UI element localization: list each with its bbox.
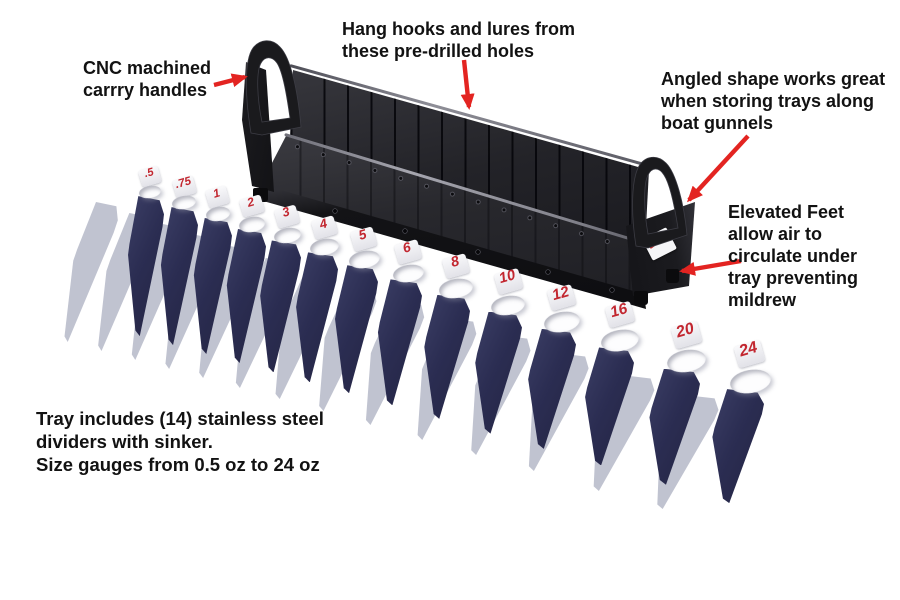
annotation-line: allow air to xyxy=(728,224,823,244)
annotation-line: when storing trays along xyxy=(661,91,875,111)
divider-blade xyxy=(128,196,164,337)
ring-hole xyxy=(347,248,381,271)
carry-handle-right-icon xyxy=(632,156,688,249)
gauge-number: 8 xyxy=(448,253,461,271)
ring-hole xyxy=(489,292,527,318)
gauge-number: 24 xyxy=(737,337,760,361)
gauge-number: 3 xyxy=(280,204,292,220)
ring-hole xyxy=(138,184,162,200)
divider-blade xyxy=(649,368,700,485)
arrow-to-angled-shape xyxy=(686,134,750,203)
ring-hole xyxy=(664,347,708,376)
gauge-number: 4 xyxy=(317,215,329,232)
annotation-carry-handles: CNC machined carrry handles xyxy=(83,57,211,101)
divider-blade xyxy=(335,265,378,394)
divider-blade xyxy=(528,328,576,449)
divider-blade xyxy=(377,279,422,406)
divider-blade xyxy=(160,207,198,346)
gauge-number: 6 xyxy=(401,239,413,256)
annotation-line: Hang hooks and lures from xyxy=(342,19,576,39)
annotation-line: carrry handles xyxy=(83,80,208,100)
annotation-line: CNC machined xyxy=(83,58,212,78)
gauge-number: 5 xyxy=(357,226,369,244)
divider-blade xyxy=(260,240,301,373)
annotation-line: mildrew xyxy=(728,290,797,310)
annotation-angled-shape: Angled shape works great when storing tr… xyxy=(661,68,885,134)
annotation-hang-hooks: Hang hooks and lures from these pre-dril… xyxy=(342,18,575,62)
ring-hole xyxy=(238,214,266,234)
divider-blade xyxy=(475,311,522,434)
divider-blade xyxy=(193,218,232,355)
gauge-number: 16 xyxy=(608,300,630,322)
ring-hole xyxy=(542,309,582,336)
ring-hole xyxy=(272,225,302,246)
divider-blade xyxy=(226,229,266,364)
annotation-line: Size gauges from 0.5 oz to 24 oz xyxy=(36,454,320,475)
annotation-line: boat gunnels xyxy=(661,113,773,133)
ring-hole xyxy=(391,262,425,285)
ring-hole xyxy=(171,194,197,212)
annotation-line: Elevated Feet xyxy=(728,202,845,222)
arrow-to-carry-handle xyxy=(213,73,248,88)
annotation-line: Angled shape works great xyxy=(661,69,886,89)
annotation-elevated-feet: Elevated Feet allow air to circulate und… xyxy=(728,201,858,311)
gauge-number: 1 xyxy=(211,185,222,201)
divider-blade xyxy=(296,252,338,383)
ring-hole xyxy=(308,236,340,258)
elevated-foot-right-rear xyxy=(634,291,648,305)
annotation-line: Tray includes (14) stainless steel xyxy=(36,408,324,429)
gauge-number: 2 xyxy=(245,194,257,211)
annotation-tray-includes: Tray includes (14) stainless steel divid… xyxy=(36,407,324,476)
gauge-number: .75 xyxy=(173,175,193,192)
elevated-foot-right-front xyxy=(666,269,679,283)
sinker-ring xyxy=(131,177,169,207)
ring-hole xyxy=(437,276,475,301)
annotation-line: these pre-drilled holes xyxy=(342,41,535,61)
gauge-number: 10 xyxy=(496,267,517,288)
gauge-number: .5 xyxy=(142,166,156,181)
divider-blade xyxy=(585,347,634,466)
ring-hole xyxy=(204,204,232,223)
arrow-to-predrilled-holes xyxy=(460,59,475,110)
divider-blade xyxy=(712,389,764,504)
ring-hole xyxy=(728,366,772,397)
arrow-to-elevated-feet xyxy=(679,258,742,276)
annotation-line: tray preventing xyxy=(728,268,859,288)
divider-blade xyxy=(424,294,470,419)
ring-hole xyxy=(599,326,641,355)
rail-rivets xyxy=(332,208,615,293)
annotation-line: circulate under xyxy=(728,246,858,266)
annotation-line: dividers with sinker. xyxy=(36,431,213,452)
